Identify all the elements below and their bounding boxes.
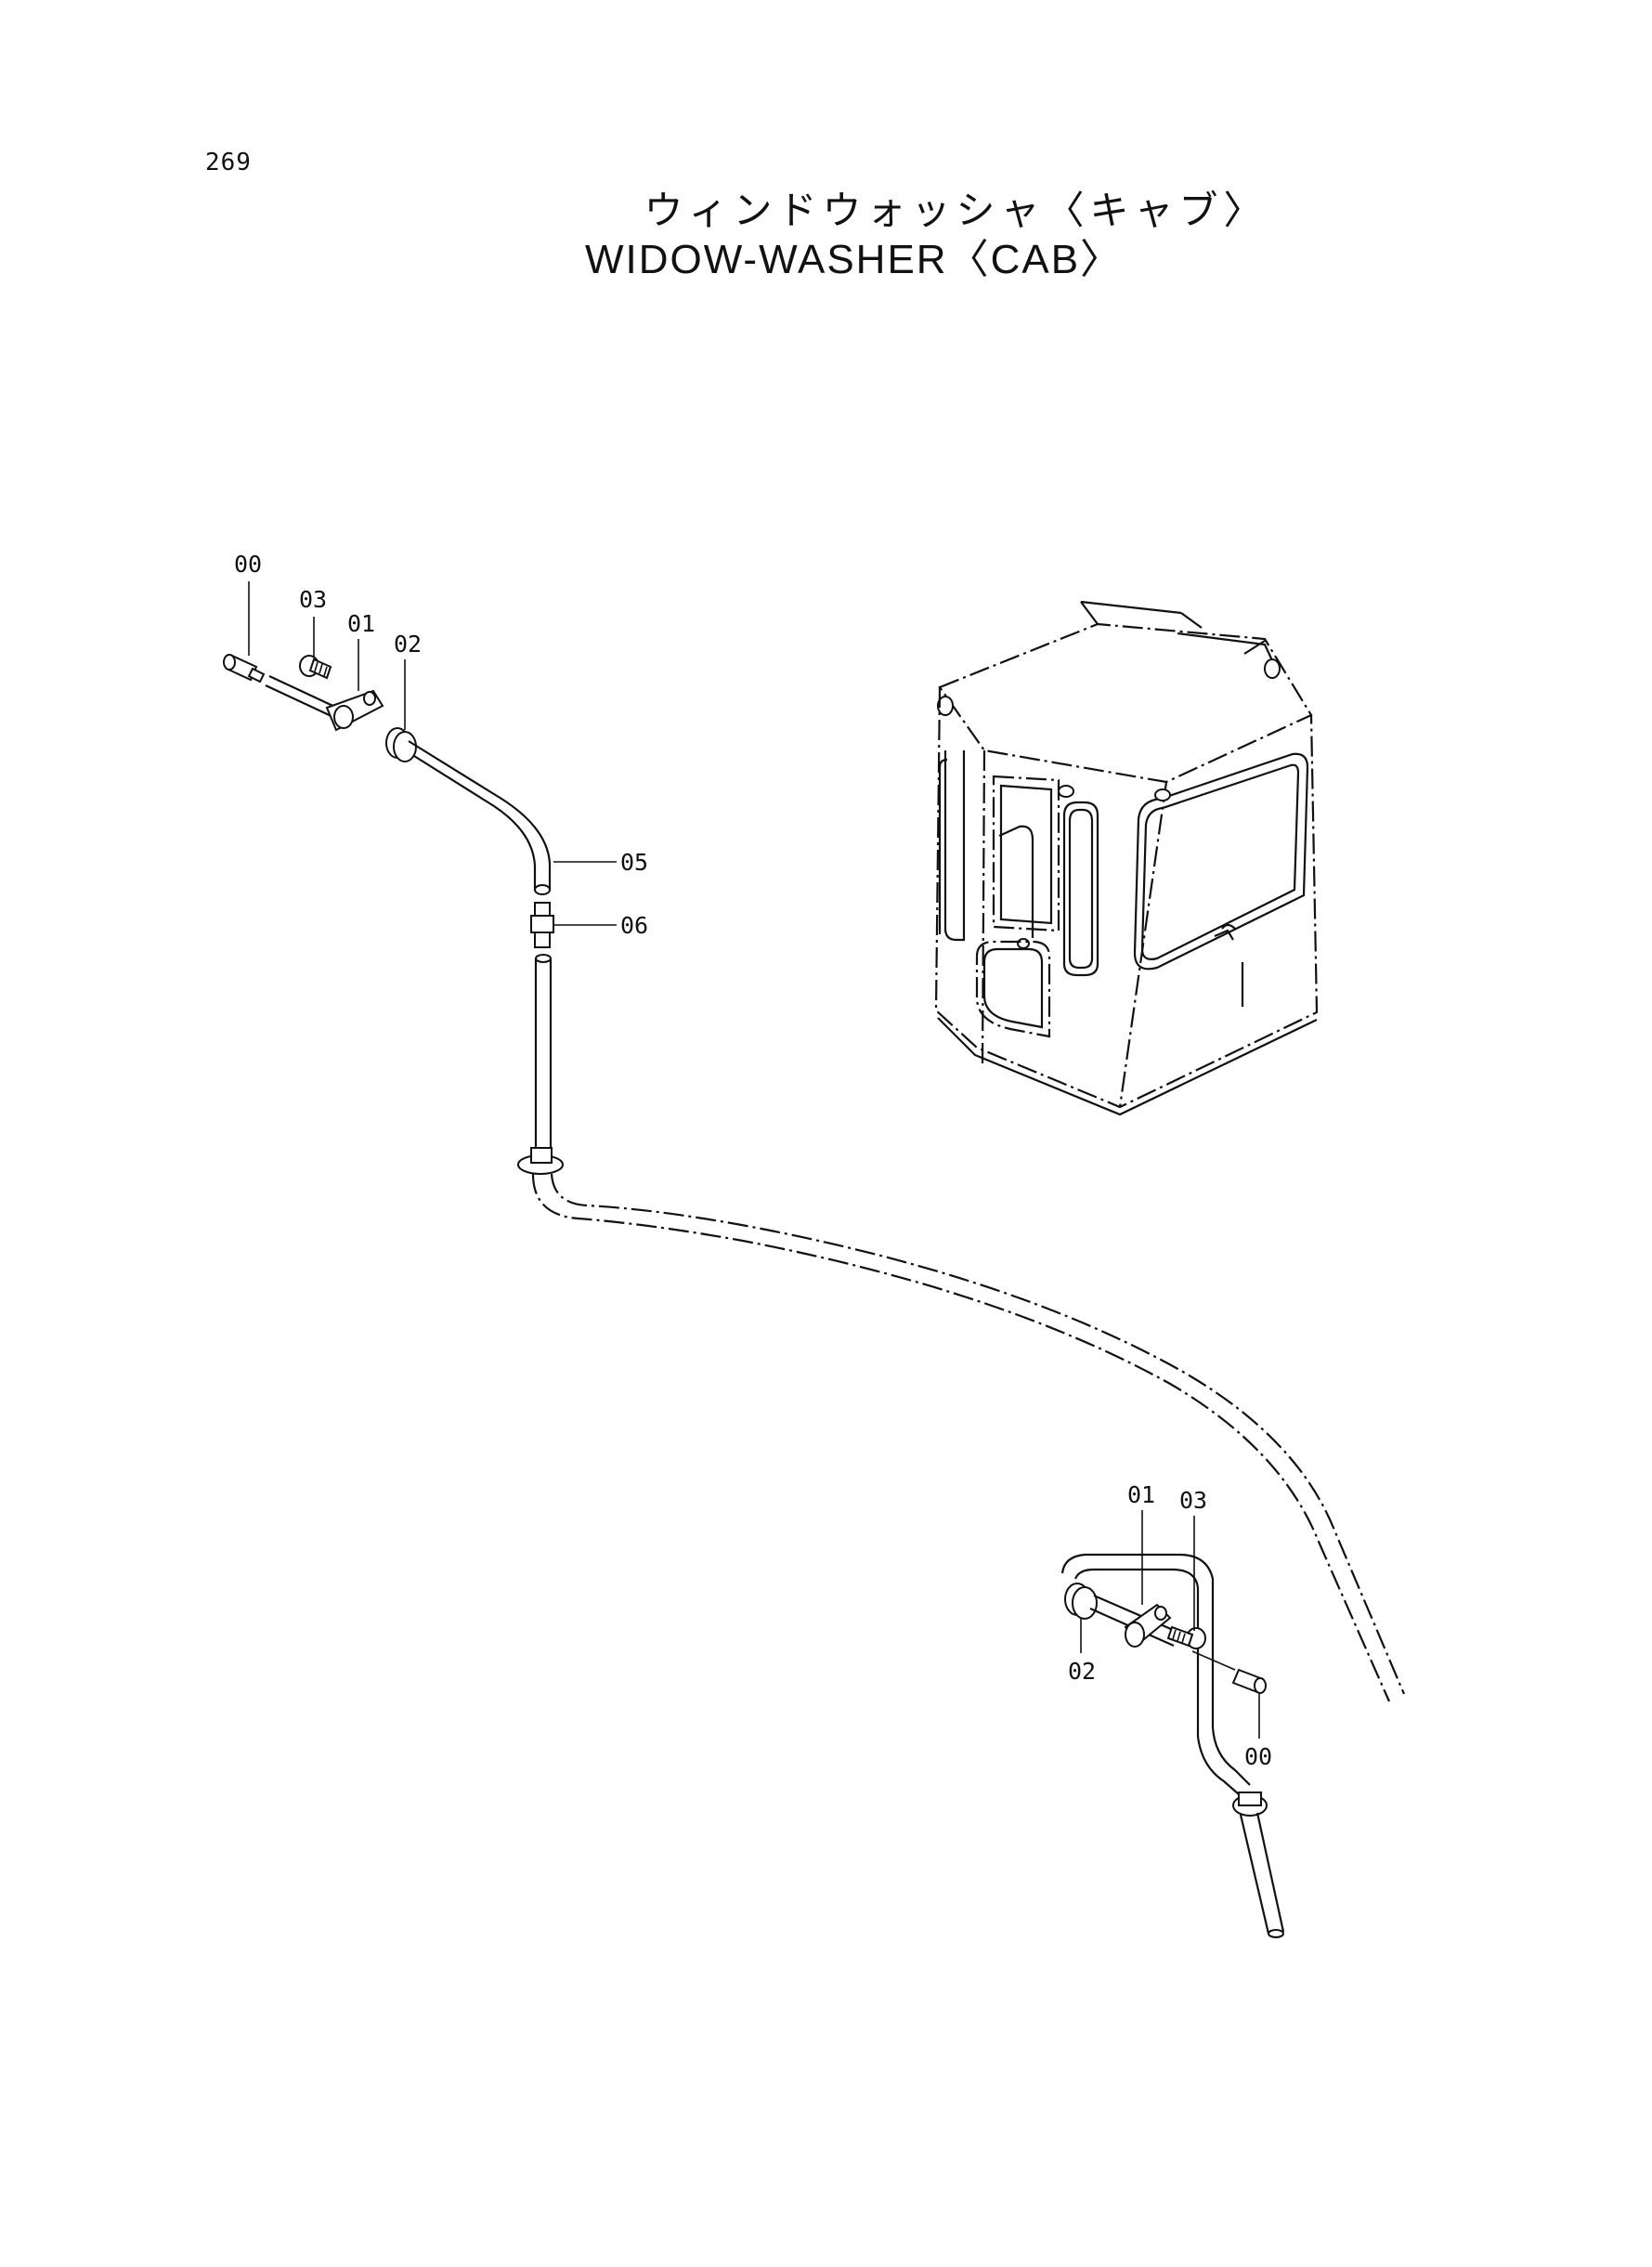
upper-clamp-01 — [325, 689, 384, 732]
callout-upper-05: 05 — [620, 849, 648, 876]
callout-upper-06: 06 — [620, 912, 648, 939]
upper-pipe-05 — [408, 740, 552, 895]
lower-grommet-02 — [1064, 1583, 1098, 1620]
callout-upper-01: 01 — [347, 610, 375, 637]
upper-joint-06 — [530, 902, 554, 948]
lower-nozzle-00 — [1191, 1650, 1267, 1694]
leader-lines — [248, 581, 1260, 1739]
lower-bolt-03 — [1166, 1625, 1206, 1649]
washer-hose — [517, 954, 1406, 1702]
callout-lower-00: 00 — [1244, 1743, 1272, 1770]
callout-labels: 00 03 01 02 05 06 01 03 02 00 — [234, 551, 1272, 1770]
title-english: WIDOW-WASHER〈CAB〉 — [584, 237, 1124, 282]
title-japanese: ウィンドウォッシャ〈キャブ〉 — [644, 188, 1268, 233]
callout-upper-00: 00 — [234, 551, 262, 578]
upper-nozzle-00 — [223, 654, 266, 684]
upper-nozzle-assembly — [223, 654, 554, 948]
callout-lower-02: 02 — [1068, 1658, 1096, 1685]
page-number: 269 — [205, 149, 252, 176]
cab-illustration — [934, 600, 1319, 1116]
lower-clamp-01 — [1124, 1603, 1172, 1648]
upper-grommet-02 — [385, 727, 417, 762]
upper-bolt-03 — [299, 655, 332, 680]
callout-lower-03: 03 — [1179, 1487, 1207, 1514]
lower-hose-grommet — [1232, 1791, 1268, 1817]
callout-upper-02: 02 — [394, 631, 422, 658]
lower-nozzle-assembly — [1060, 1553, 1285, 1938]
callout-upper-03: 03 — [299, 586, 327, 613]
callout-lower-01: 01 — [1127, 1481, 1155, 1508]
title-block: ウィンドウォッシャ〈キャブ〉 WIDOW-WASHER〈CAB〉 — [0, 186, 1652, 284]
